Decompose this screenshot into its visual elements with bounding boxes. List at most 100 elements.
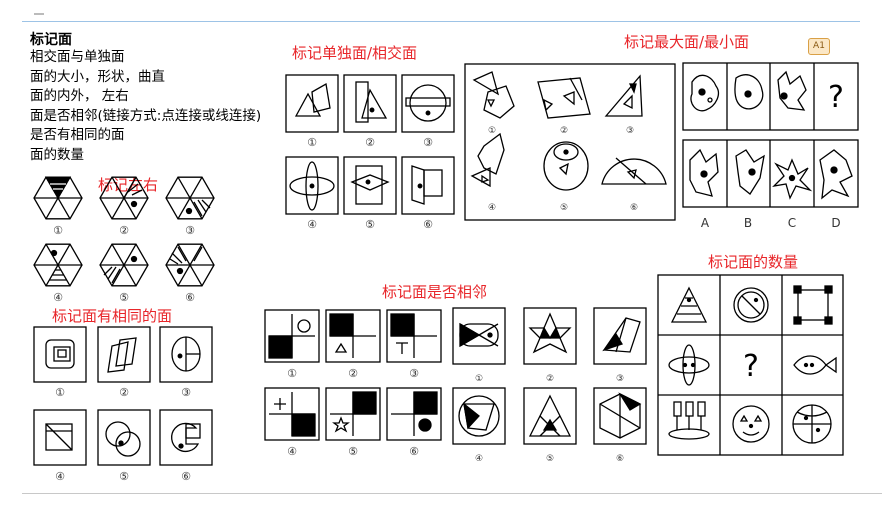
question-mark-grid: ? — [743, 349, 759, 384]
hexagon-label-5: ⑤ — [119, 291, 129, 304]
largest-face-label-3: ③ — [626, 126, 634, 136]
intro-line: 是否有相同的面 — [30, 127, 125, 143]
intro-line: 面是否相邻(链接方式:点连接或线连接) — [30, 107, 262, 124]
face-count-grid — [657, 274, 844, 456]
option-label-c: C — [788, 216, 796, 230]
adjacent-quad-figure-3 — [386, 309, 442, 363]
adjacent-quad-figure-4 — [264, 387, 320, 441]
same-face-label-3: ③ — [181, 386, 191, 399]
hexagon-label-3: ③ — [185, 224, 195, 237]
section-title-adjacent: 标记面是否相邻 — [382, 283, 488, 301]
intro-text: 相交面与单独面 面的大小，形状，曲直 面的内外， 左右 面是否相邻(链接方式:点… — [30, 48, 261, 165]
face-count-figure-triangle — [670, 286, 708, 323]
adjacent-quad-figure-5 — [325, 387, 381, 441]
adjacent-shape-figure-5 — [523, 387, 577, 445]
adjacent-shape-label-4: ④ — [475, 454, 483, 464]
face-count-figure-tree — [668, 401, 710, 440]
face-count-figure-ellipses — [668, 344, 710, 386]
bottom-divider — [22, 493, 882, 494]
adjacent-shape-figure-6 — [593, 387, 647, 445]
same-face-label-5: ⑤ — [119, 470, 129, 483]
adjacent-quad-label-4: ④ — [287, 445, 297, 458]
largest-face-label-2: ② — [560, 126, 568, 136]
same-face-figure-6 — [159, 409, 213, 466]
largest-face-panel — [464, 63, 676, 221]
largest-face-figure-2 — [537, 77, 591, 119]
single-face-figure-3 — [401, 74, 455, 133]
face-count-figure-ball — [792, 404, 832, 444]
adjacent-shape-label-6: ⑥ — [616, 454, 624, 464]
option-sequence-bottom — [682, 139, 859, 208]
adjacent-quad-label-6: ⑥ — [409, 445, 419, 458]
single-face-label-1: ① — [307, 136, 317, 149]
adjacent-quad-figure-6 — [386, 387, 442, 441]
same-face-figure-2 — [97, 326, 151, 383]
hexagon-figure-2 — [99, 176, 149, 220]
adjacent-quad-figure-2 — [325, 309, 381, 363]
adjacent-shape-figure-3 — [593, 307, 647, 365]
largest-face-figure-5 — [543, 141, 589, 191]
hexagon-figure-1 — [33, 176, 83, 220]
largest-face-label-6: ⑥ — [630, 203, 638, 213]
face-count-figure-no-sign — [733, 287, 769, 323]
section-title-largest-smallest: 标记最大面/最小面 — [624, 33, 750, 51]
adjacent-shape-label-1: ① — [475, 374, 483, 384]
section-title-single-intersect: 标记单独面/相交面 — [292, 44, 418, 62]
same-face-label-2: ② — [119, 386, 129, 399]
badge-a1: A1 — [808, 38, 830, 55]
face-count-figure-fish — [793, 355, 837, 375]
hexagon-label-2: ② — [119, 224, 129, 237]
same-face-label-6: ⑥ — [181, 470, 191, 483]
largest-face-figure-3 — [604, 74, 643, 117]
largest-face-label-4: ④ — [488, 203, 496, 213]
single-face-label-2: ② — [365, 136, 375, 149]
same-face-figure-4 — [33, 409, 87, 466]
hexagon-label-4: ④ — [53, 291, 63, 304]
intro-line: 面的内外， 左右 — [30, 88, 129, 104]
largest-face-figure-6 — [601, 157, 667, 185]
same-face-figure-5 — [97, 409, 151, 466]
same-face-label-4: ④ — [55, 470, 65, 483]
adjacent-shape-figure-4 — [452, 387, 506, 445]
single-face-figure-2 — [343, 74, 397, 133]
largest-face-figure-1 — [472, 71, 515, 119]
single-face-label-3: ③ — [423, 136, 433, 149]
top-divider — [22, 21, 860, 22]
same-face-figure-3 — [159, 326, 213, 383]
adjacent-shape-label-3: ③ — [616, 374, 624, 384]
single-face-label-4: ④ — [307, 218, 317, 231]
adjacent-shape-label-5: ⑤ — [546, 454, 554, 464]
hexagon-label-1: ① — [53, 224, 63, 237]
question-mark-sequence: ? — [828, 80, 844, 115]
single-face-figure-5 — [343, 156, 397, 215]
adjacent-quad-label-3: ③ — [409, 367, 419, 380]
page-title: 标记面 — [30, 32, 72, 48]
option-label-d: D — [831, 216, 840, 230]
single-face-figure-1 — [285, 74, 339, 133]
face-count-figure-square-frame — [793, 285, 833, 325]
hexagon-label-6: ⑥ — [185, 291, 195, 304]
adjacent-quad-label-5: ⑤ — [348, 445, 358, 458]
largest-face-sequence-top — [682, 62, 859, 131]
largest-face-label-5: ⑤ — [560, 203, 568, 213]
option-label-a: A — [701, 216, 710, 230]
single-face-label-6: ⑥ — [423, 218, 433, 231]
top-mark — [34, 13, 44, 15]
single-face-label-5: ⑤ — [365, 218, 375, 231]
adjacent-shape-label-2: ② — [546, 374, 554, 384]
hexagon-figure-4 — [33, 243, 83, 287]
single-face-figure-4 — [285, 156, 339, 215]
same-face-figure-1 — [33, 326, 87, 383]
intro-line: 相交面与单独面 — [30, 49, 125, 65]
adjacent-shape-figure-1 — [452, 307, 506, 365]
section-title-same-face: 标记面有相同的面 — [52, 307, 173, 325]
largest-face-figure-4 — [470, 132, 505, 188]
hexagon-figure-6 — [165, 243, 215, 287]
intro-line: 面的大小，形状，曲直 — [30, 68, 165, 85]
single-face-figure-6 — [401, 156, 455, 215]
intro-line: 面的数量 — [30, 146, 84, 163]
largest-face-label-1: ① — [488, 126, 496, 136]
adjacent-quad-label-2: ② — [348, 367, 358, 380]
face-count-figure-smiley — [732, 405, 770, 443]
